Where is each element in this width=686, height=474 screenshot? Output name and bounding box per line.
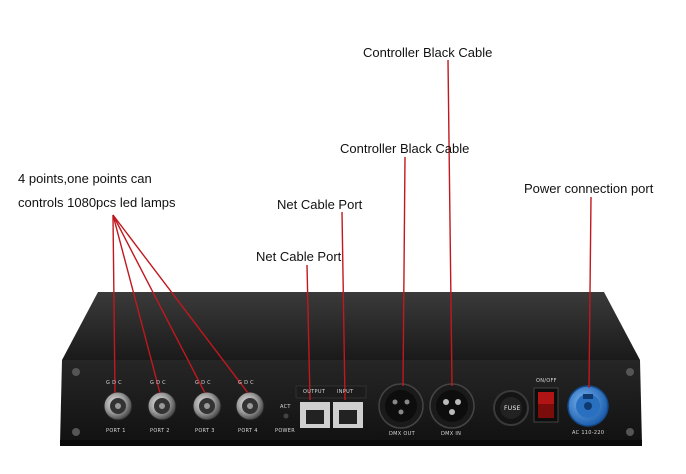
pointer-net-input [341, 211, 346, 401]
device-bottom-edge [60, 440, 642, 446]
port-connector-4 [235, 391, 265, 421]
on-off-label: ON/OFF [536, 378, 557, 384]
pin-label-1: G D C [106, 380, 122, 386]
dmx-in-connector [429, 383, 475, 429]
pointer-port3 [112, 214, 206, 394]
act-led [283, 413, 289, 419]
pointer-net-output [306, 264, 311, 401]
screw-right-bottom [626, 428, 634, 436]
rj45-input-port [333, 402, 363, 428]
annotation-power-port: Power connection port [524, 181, 654, 196]
pointer-lines [112, 59, 592, 401]
annotation-ports-line1: 4 points,one points can [18, 171, 152, 186]
pointer-port1 [112, 214, 116, 394]
fuse-label: FUSE [504, 405, 521, 412]
fuse-holder [493, 390, 529, 426]
pointer-power [588, 196, 592, 389]
port-connector-3 [192, 391, 222, 421]
port-connector-1 [103, 391, 133, 421]
annotation-controller-cable-mid: Controller Black Cable [340, 141, 470, 156]
dmx-in-label: DMX IN [441, 431, 462, 437]
annotation-net-port-2: Net Cable Port [277, 197, 363, 212]
device-top-surface [62, 292, 640, 360]
pointer-port4 [112, 214, 249, 394]
act-label: ACT [280, 404, 291, 410]
dmx-out-label: DMX OUT [389, 431, 415, 437]
screw-right [626, 368, 634, 376]
pin-label-2: G D C [150, 380, 166, 386]
input-label: INPUT [337, 389, 354, 395]
screw-left [72, 368, 80, 376]
power-connector [567, 385, 609, 427]
port-connector-2 [147, 391, 177, 421]
pointer-dmx-out [402, 156, 406, 387]
annotation-ports-line2: controls 1080pcs led lamps [18, 195, 176, 210]
annotation-controller-cable-top: Controller Black Cable [363, 45, 493, 60]
annotation-net-port-1: Net Cable Port [256, 249, 342, 264]
pointer-dmx-in [447, 59, 453, 387]
port4-label: PORT 4 [238, 428, 258, 434]
port2-label: PORT 2 [150, 428, 170, 434]
power-switch [533, 387, 559, 423]
pin-label-3: G D C [195, 380, 211, 386]
port3-label: PORT 3 [195, 428, 215, 434]
pointer-port2 [112, 214, 161, 394]
dmx-out-connector [378, 383, 424, 429]
pin-label-4: G D C [238, 380, 254, 386]
rj45-label-plate [295, 385, 367, 399]
port1-label: PORT 1 [106, 428, 126, 434]
rj45-output-port [300, 402, 330, 428]
power-label: POWER [275, 428, 296, 434]
screw-left-bottom [72, 428, 80, 436]
output-label: OUTPUT [303, 389, 326, 395]
ac-label: AC 110-220 [572, 430, 605, 436]
